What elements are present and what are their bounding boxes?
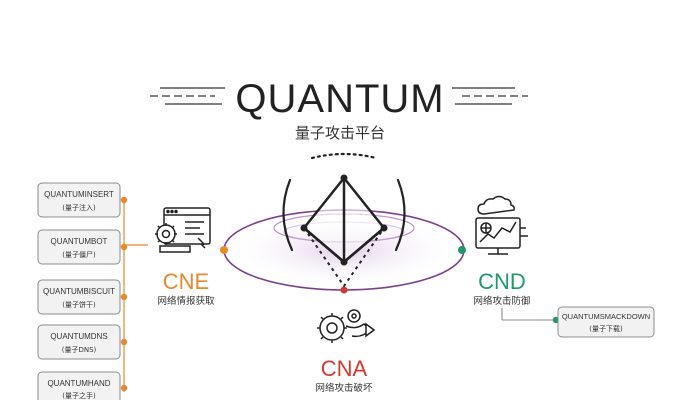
module-sub: (量子僵尸) [62, 250, 96, 259]
cne-desc: 网络情报获取 [157, 295, 215, 307]
pyramid-arcs [282, 152, 406, 252]
title-decoration-left [150, 87, 225, 105]
monitor-chart-icon [475, 195, 528, 255]
cna-desc: 网络攻击破坏 [315, 382, 373, 394]
cnd-desc: 网络攻击防御 [473, 295, 530, 307]
module-box[interactable]: QUANTUMDNS (量子DNS) [37, 324, 121, 360]
gears-icon [317, 309, 376, 343]
module-box-right[interactable]: QUANTUMSMACKDOWN (量子下载) [557, 306, 655, 338]
module-name: QUANTUMBOT [51, 237, 108, 246]
module-sub: (量子之手) [62, 391, 96, 400]
module-name: QUANTUMDNS [50, 332, 107, 341]
title-decoration-right [452, 87, 528, 105]
module-box[interactable]: QUANTUMBOT (量子僵尸) [37, 229, 121, 265]
module-sub: (量子DNS) [62, 346, 97, 354]
module-box[interactable]: QUANTUMBISCUIT (量子饼干) [37, 279, 121, 315]
cna-connector-dot [340, 286, 348, 294]
page-subtitle: 量子攻击平台 [295, 124, 385, 142]
left-module-list: QUANTUMINSERT (量子注入) QUANTUMBOT (量子僵尸) Q… [37, 182, 121, 400]
module-sub: (量子饼干) [62, 300, 96, 309]
cne-connector-dot [220, 246, 228, 254]
module-box[interactable]: QUANTUMINSERT (量子注入) [37, 182, 121, 218]
module-name: QUANTUMHAND [47, 379, 110, 388]
pyramid-vertices [300, 174, 388, 266]
module-sub: (量子下载) [589, 324, 623, 333]
module-sub: (量子注入) [62, 203, 96, 212]
module-name: QUANTUMINSERT [44, 190, 114, 199]
left-connector-lines [123, 198, 148, 392]
module-box[interactable]: QUANTUMHAND (量子之手) [37, 371, 121, 400]
cna-code: CNA [321, 356, 368, 381]
right-connector-lines [501, 308, 556, 321]
page-title: QUANTUM [235, 77, 444, 121]
left-connector-dots [120, 196, 128, 392]
cne-code: CNE [163, 269, 209, 294]
module-name: QUANTUMSMACKDOWN [562, 312, 650, 321]
cnd-code: CND [478, 269, 526, 294]
cnd-connector-dot [458, 246, 466, 254]
browser-gear-icon [155, 207, 211, 253]
module-name: QUANTUMBISCUIT [43, 287, 115, 296]
